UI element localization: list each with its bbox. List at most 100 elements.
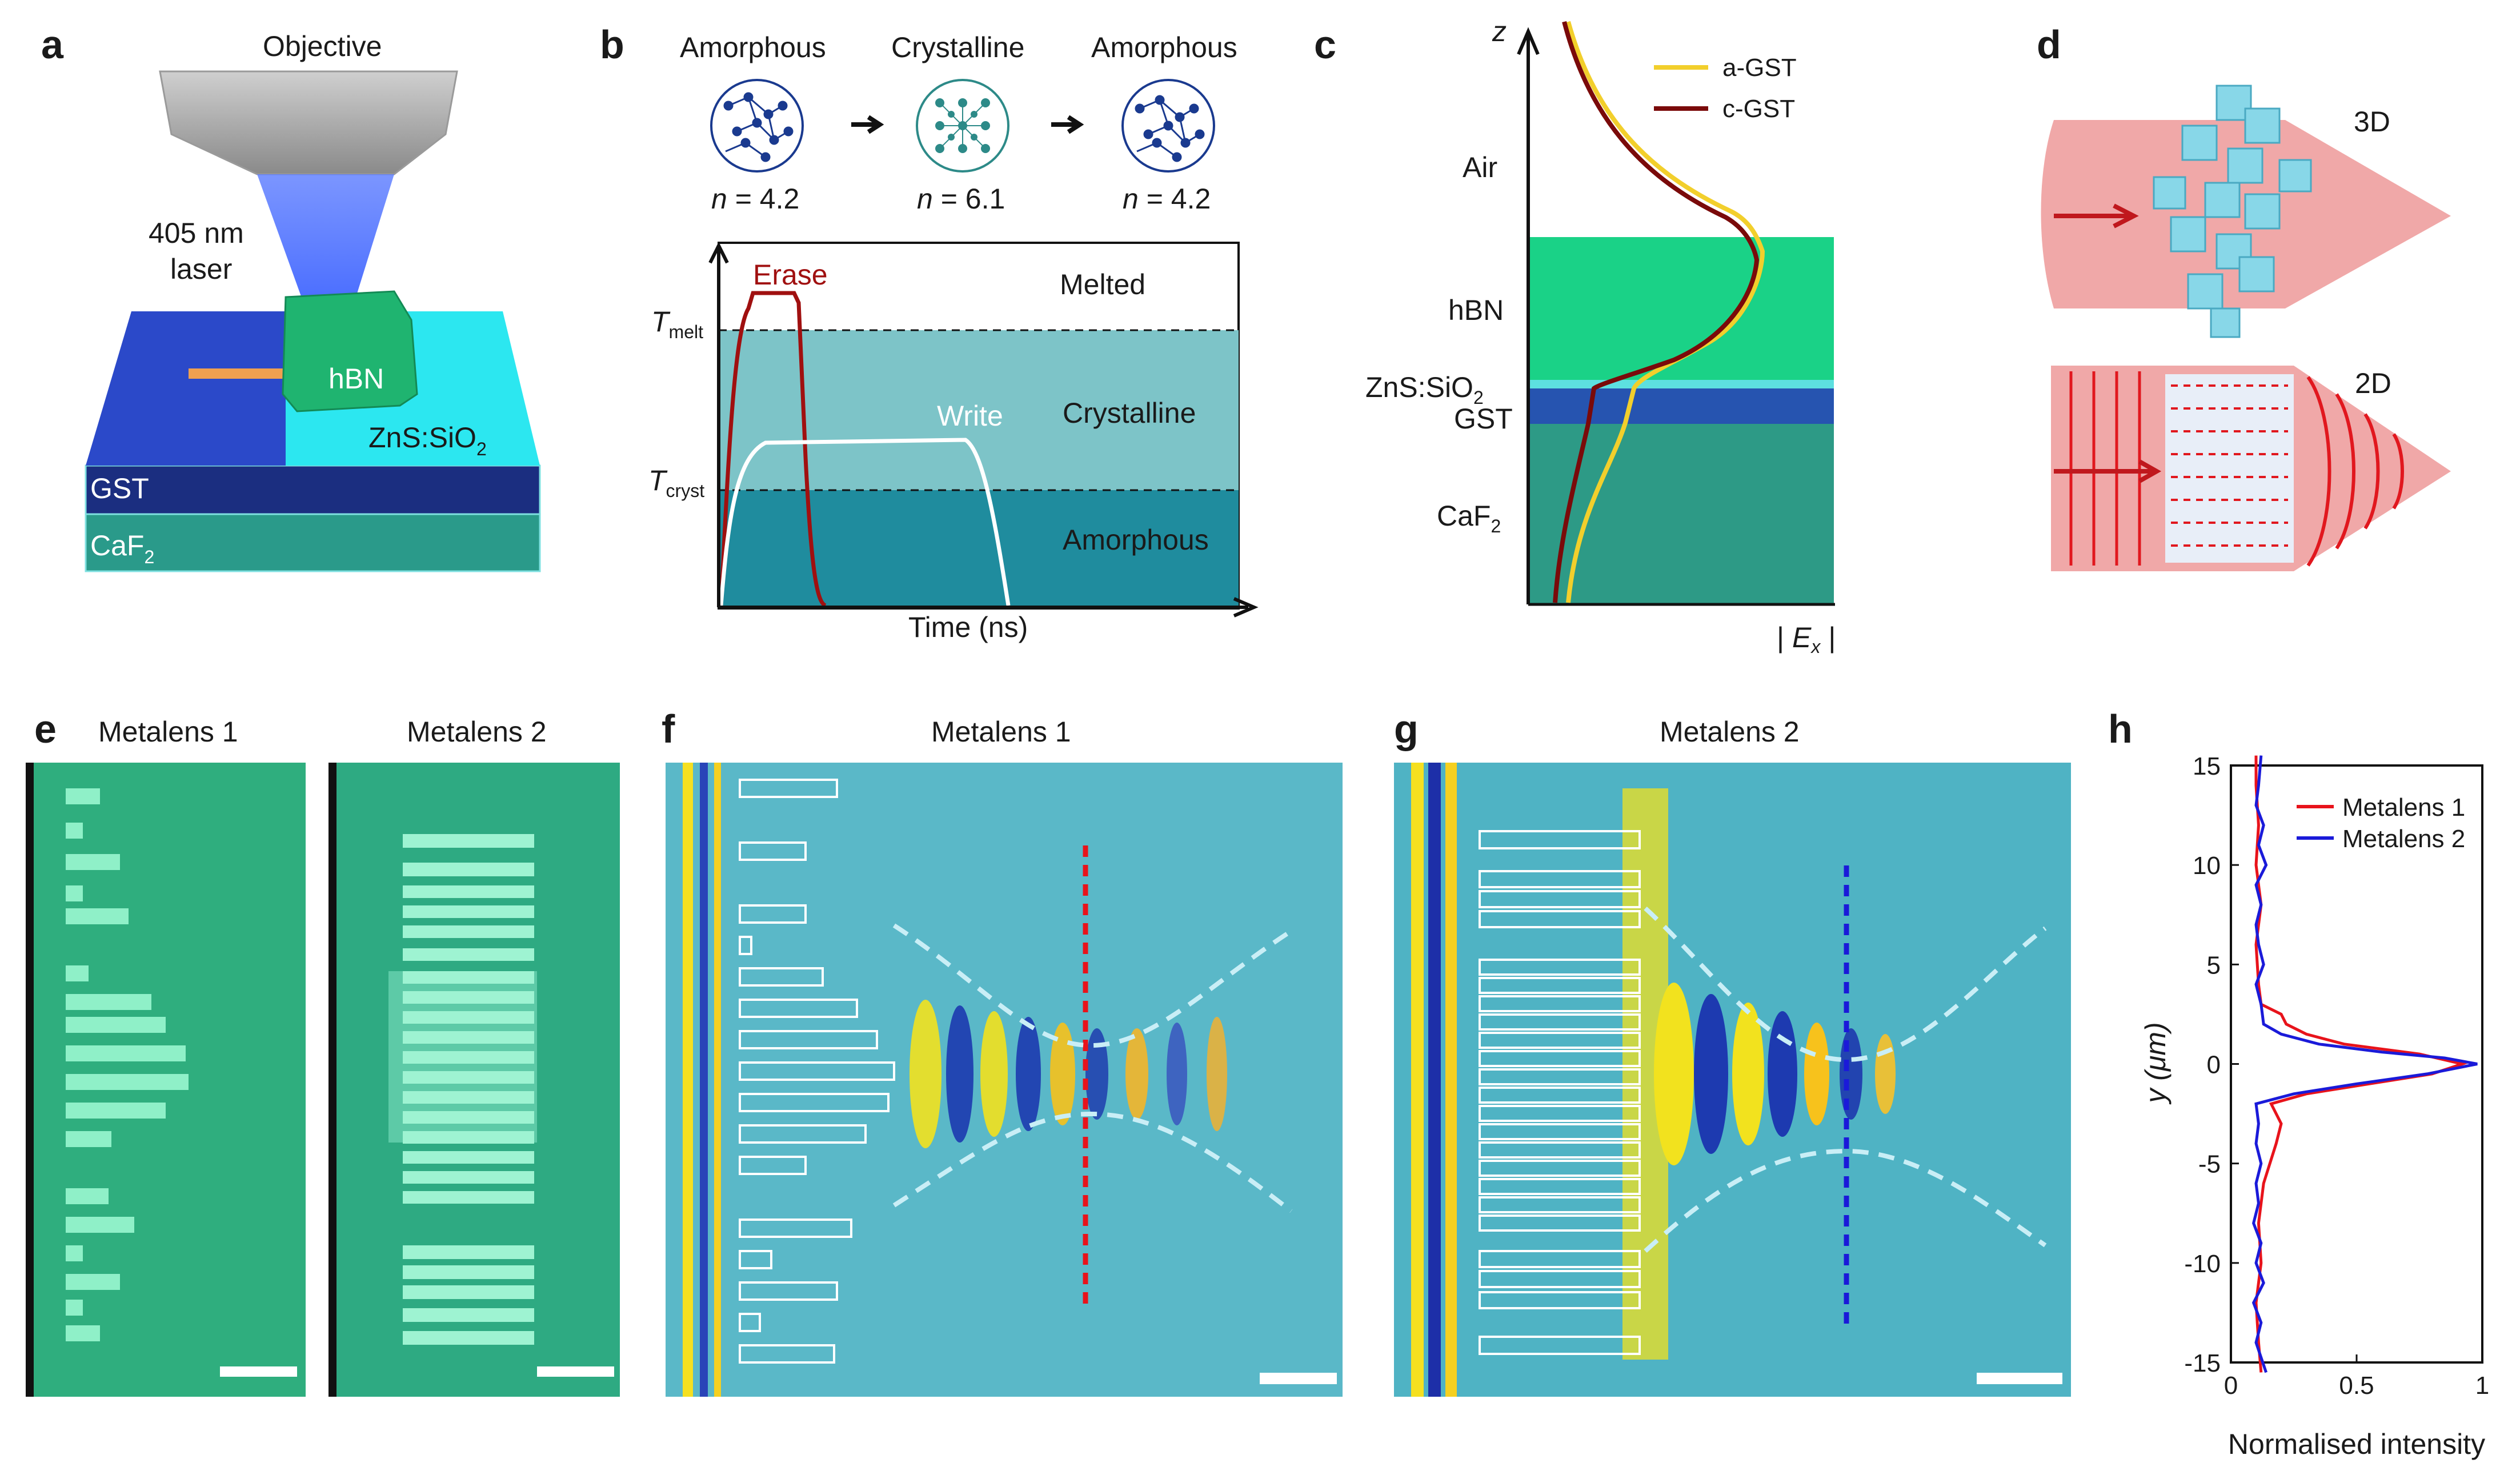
write-pulse-curve [719,438,1011,606]
metasurface-3d-blocks [2153,85,2312,338]
objective-lens [159,70,458,175]
gst-top-surface [86,311,286,466]
g-title: Metalens 2 [1660,716,1800,748]
f-title: Metalens 1 [931,716,1071,748]
n-label-3: n = 4.2 [1123,183,1211,215]
scale-bar-e1 [220,1366,297,1377]
laser-label-line2: laser [170,253,232,285]
h-ytick-label: -5 [2198,1151,2221,1179]
t-cryst-label: Tcryst [648,464,704,501]
b-xaxis-label: Time (ns) [908,611,1028,643]
amorphous-region [719,490,1239,607]
h-series [2251,755,2478,1373]
panel-d: d 3D [2037,22,2451,571]
h-ytick-label: -15 [2184,1349,2221,1377]
e-title-2: Metalens 2 [407,716,547,748]
objective-label: Objective [263,30,382,62]
panel-f-letter: f [662,707,675,751]
c-hbn-label: hBN [1448,294,1504,326]
h-ytick-label: 15 [2193,752,2221,780]
arrow-right-icon [851,115,884,134]
label-2d: 2D [2355,367,2391,399]
laser-beam [257,174,394,348]
h-ytick-label: 0 [2207,1051,2221,1079]
state-amorphous-1: Amorphous [680,31,826,63]
scale-bar-e2 [537,1366,614,1377]
legend-a-gst: a-GST [1722,54,1797,82]
panel-h-letter: h [2108,707,2133,751]
erase-pulse-curve [719,291,827,608]
scale-bar-f [1260,1373,1337,1384]
panel-a-letter: a [41,22,64,67]
e-title-1: Metalens 1 [98,716,238,748]
panel-e-letter: e [34,707,57,751]
zns-band [1528,380,1834,388]
panel-g: g Metalens 2 [1394,707,2071,1397]
hbn-flake [282,290,418,412]
c-xaxis-label: |Ex| [1777,622,1836,657]
panel-c-letter: c [1314,22,1336,67]
label-3d: 3D [2354,106,2390,138]
metalens-1-outline [739,779,895,1364]
zns-label: ZnS:SiO2 [368,422,487,459]
c-caf2-label: CaF2 [1437,500,1501,536]
a-gst-curve [1566,21,1765,603]
metasurface-2d-slab [2165,374,2294,563]
write-label: Write [937,400,1003,432]
gst-band [1528,388,1834,424]
caf2-label: CaF2 [90,530,154,567]
state-amorphous-2: Amorphous [1091,31,1237,63]
panel-g-letter: g [1394,707,1419,751]
c-zaxis-label: z [1492,15,1507,47]
gst-layer [85,464,541,515]
c-gst-label: GST [1454,403,1513,435]
h-plot-frame [2230,764,2483,1364]
field-map-g-stripes [1411,763,1896,1397]
caf2-band [1528,424,1834,606]
h-legend-2: Metalens 2 [2342,825,2465,853]
crystalline-label: Crystalline [1063,397,1196,429]
panel-d-letter: d [2037,22,2061,67]
state-crystalline: Crystalline [891,31,1024,63]
laser-label-line1: 405 nm [149,217,244,249]
scale-bar-g [1977,1373,2062,1384]
hbn-label: hBN [328,363,384,395]
panel-b: b Amorphous Crystalline Amorphous [600,22,1259,643]
focus-envelope-g [1644,907,2047,1253]
field-map-f-stripes [683,763,1227,1397]
n-label-1: n = 4.2 [711,183,799,215]
h-series-line-2 [2251,755,2478,1373]
crystalline-structure-icon [916,79,1009,173]
h-ytick-label: 5 [2207,951,2221,979]
n-label-2: n = 6.1 [917,183,1005,215]
panel-e: e Metalens 1 Metalens 2 [26,707,620,1397]
written-stripe [189,368,303,379]
amorphous-label: Amorphous [1063,524,1209,556]
melted-label: Melted [1060,268,1145,300]
metalens-2-bars [403,834,534,1345]
arrow-right-icon-2 [1051,115,1084,134]
metalens-2-outline [1479,830,1641,1355]
focus-envelope-f [892,923,1293,1213]
h-xtick-label: 0.5 [2339,1372,2374,1400]
panel-b-letter: b [600,22,624,67]
c-zns-label: ZnS:SiO2 [1365,371,1484,408]
h-legend-1: Metalens 1 [2342,793,2465,821]
h-ytick-label: 10 [2193,852,2221,880]
panel-f: f Metalens 1 [662,707,1343,1397]
t-melt-label: Tmelt [651,306,703,342]
h-xtick-label: 0 [2224,1372,2238,1400]
panel-c: c z a-GST c-GST Air hBN ZnS:SiO2 GST CaF… [1314,15,1836,657]
panel-a: a Objective 405 nm laser hBN ZnS:SiO2 GS… [41,22,541,572]
h-ylabel: y (μm) [2140,1022,2172,1104]
h-xlabel: Normalised intensity [2228,1428,2485,1460]
amorphous-structure-icon-2 [1121,79,1215,173]
amorphous-structure-icon [710,79,804,173]
legend-c-gst: c-GST [1722,95,1795,123]
erase-label: Erase [753,259,828,291]
h-xtick-label: 1 [2475,1372,2489,1400]
gst-label: GST [90,472,149,504]
